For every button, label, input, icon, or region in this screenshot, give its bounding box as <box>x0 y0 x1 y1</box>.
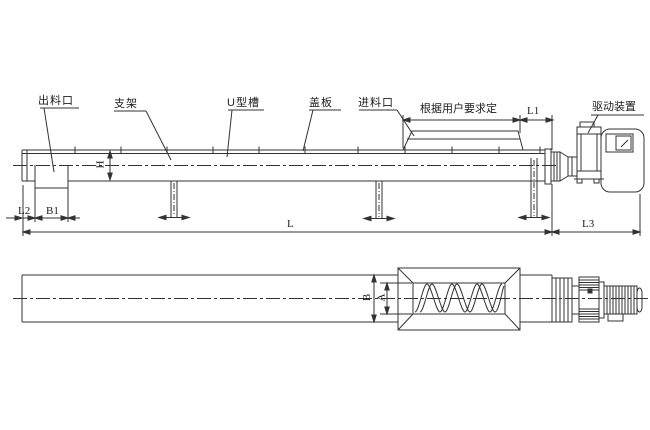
dim-label-L: L <box>287 218 294 230</box>
dim-label-H: H <box>94 160 107 169</box>
dim-label-B: B <box>361 293 374 302</box>
support-leg <box>517 158 551 221</box>
label-user-requirement: 根据用户要求定 <box>420 103 497 115</box>
label-drive-unit: 驱动装置 <box>592 101 636 113</box>
drive-assembly-side <box>544 121 645 193</box>
feed-inlet-collar <box>402 130 524 151</box>
dimension-user-requirement-L1 <box>401 115 555 150</box>
screw-flight <box>414 283 505 313</box>
inlet-opening-plan <box>397 267 521 331</box>
label-discharge-port: 出料口 <box>38 95 74 107</box>
drive-assembly-plan <box>551 276 643 323</box>
label-cover-plate: 盖板 <box>309 97 333 109</box>
dim-label-L1: L1 <box>527 105 540 117</box>
dim-label-L2: L2 <box>18 205 31 217</box>
motor-side <box>600 128 645 193</box>
label-u-trough: U型槽 <box>227 97 260 109</box>
label-feed-inlet: 进料口 <box>358 97 394 109</box>
dimension-L-L3 <box>21 184 642 236</box>
gearbox <box>574 121 604 184</box>
gear-coupling <box>578 276 600 323</box>
dimension-L2-B1 <box>6 185 80 236</box>
flange-ticks <box>74 146 541 154</box>
label-support: 支架 <box>114 98 138 110</box>
support-leg <box>362 181 396 222</box>
callout-leaders <box>40 107 644 173</box>
support-legs <box>157 158 551 222</box>
dimension-A <box>380 281 412 316</box>
discharge-chute <box>34 165 69 189</box>
dim-label-L3: L3 <box>582 218 595 230</box>
dimension-B <box>371 273 377 324</box>
dimension-H <box>107 149 113 182</box>
dim-label-A: A <box>375 293 388 302</box>
motor-plan <box>603 285 643 322</box>
support-leg <box>157 181 191 221</box>
dim-label-B1: B1 <box>46 205 59 217</box>
